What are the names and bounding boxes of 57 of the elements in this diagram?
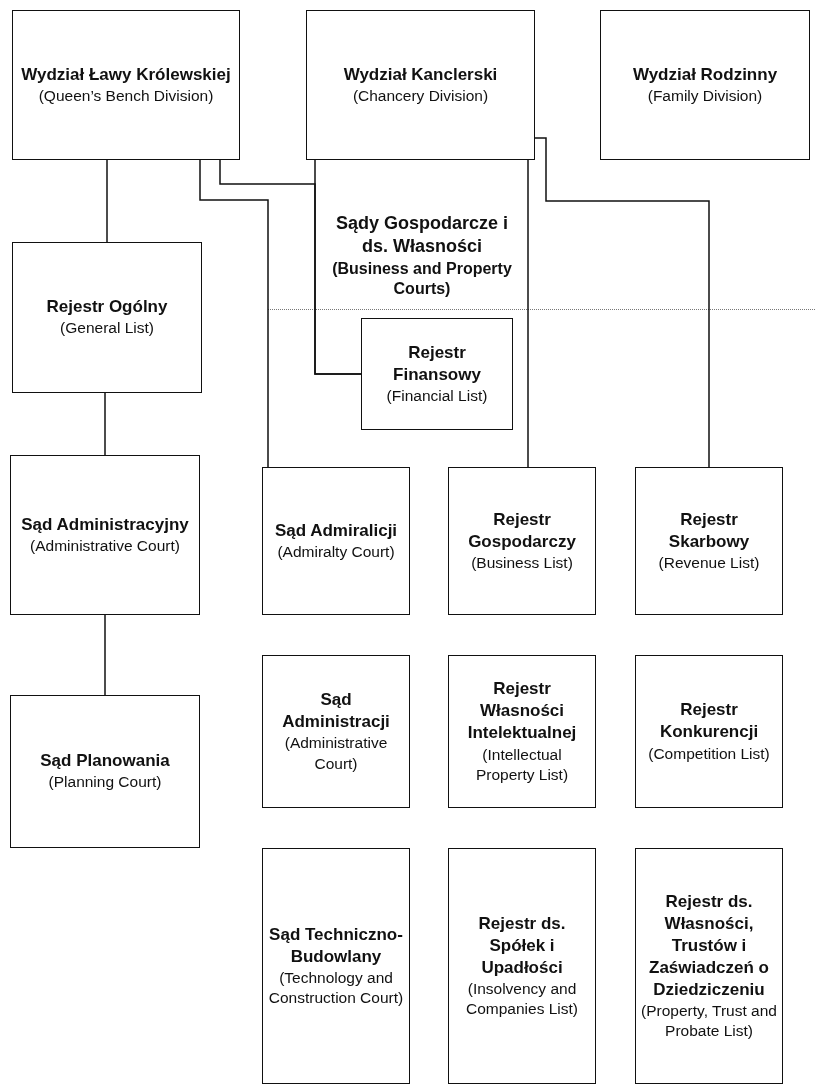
court-box (635, 655, 783, 808)
court-box (262, 848, 410, 1084)
connector-line (106, 159, 108, 243)
node-title: Sąd Planowania (40, 750, 170, 773)
node-title: Rejestr Konkurencji (658, 699, 760, 744)
node-title: Rejestr Skarbowy (667, 508, 751, 553)
node-title: Rejestr ds. Spółek i Upadłości (477, 912, 567, 979)
node-title: Sądy Gospodarcze i ds. Własności (334, 211, 510, 259)
node-subtitle: (Chancery Division) (352, 85, 489, 106)
court-box (262, 467, 410, 615)
node-subtitle: (Planning Court) (48, 772, 162, 793)
court-box (306, 10, 535, 160)
node-subtitle: (Technology and Construction Court) (267, 967, 405, 1009)
node-subtitle: (Revenue List) (658, 553, 760, 573)
court-box (600, 10, 810, 160)
court-box (10, 695, 200, 848)
connector-line (199, 159, 269, 468)
node-title: Sąd Admiralicji (274, 519, 398, 542)
connector-line (314, 159, 362, 375)
node-title: Sąd Techniczno-Budowlany (268, 923, 404, 968)
connector-line (534, 137, 710, 468)
court-box (635, 848, 783, 1084)
court-box (448, 655, 596, 808)
node-subtitle: (Property, Trust and Probate List) (640, 1001, 778, 1042)
connector-line (527, 159, 529, 468)
node-subtitle: (Financial List) (386, 386, 488, 406)
court-box (448, 467, 596, 615)
node-subtitle: (Intellectual Property List) (474, 744, 570, 785)
node-subtitle: (Insolvency and Companies List) (465, 979, 579, 1020)
node-subtitle: (General List) (60, 318, 154, 339)
node-subtitle: (Admiralty Court) (277, 541, 395, 562)
node-subtitle: (Competition List) (648, 743, 770, 764)
node-subtitle: (Queen’s Bench Division) (38, 85, 214, 106)
connector-line (104, 392, 106, 456)
node-title: Rejestr Finansowy (392, 341, 482, 386)
node-title: Rejestr Własności Intelektualnej (466, 678, 578, 745)
court-box (635, 467, 783, 615)
node-title: Wydział Rodzinny (632, 63, 778, 86)
node-title: Wydział Ławy Królewskiej (21, 63, 231, 86)
node-subtitle: (Administrative Court) (283, 733, 389, 774)
node-title: Rejestr Gospodarczy (467, 508, 577, 553)
node-title: Sąd Administracyjny (21, 513, 189, 536)
court-box (262, 655, 410, 808)
node-subtitle: (Business and Property Courts) (331, 258, 513, 300)
court-box (10, 455, 200, 615)
node-subtitle: (Family Division) (647, 85, 763, 106)
court-box (361, 318, 513, 430)
court-box (12, 242, 202, 393)
node-subtitle: (Business List) (471, 553, 573, 573)
node-title: Sąd Administracji (281, 689, 391, 734)
node-subtitle: (Administrative Court) (30, 535, 180, 556)
connector-line (104, 614, 106, 696)
node-title: Rejestr ds. Własności, Trustów i Zaświadczeń o Dziedziczeniu (648, 890, 770, 1001)
node-title: Rejestr Ogólny (46, 296, 168, 319)
court-box (448, 848, 596, 1084)
court-box (12, 10, 240, 160)
node-title: Wydział Kanclerski (343, 63, 498, 86)
